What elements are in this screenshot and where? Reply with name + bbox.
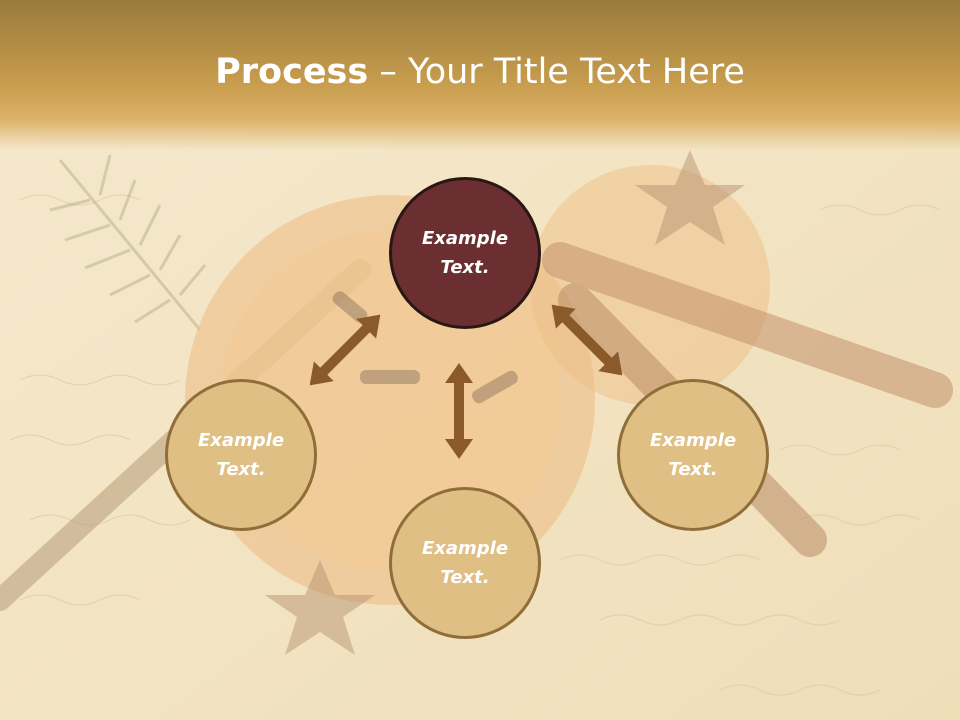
node-top-label: Example Text. — [421, 228, 509, 278]
title-rest: Your Title Text Here — [407, 52, 745, 92]
node-right: Example Text. — [617, 379, 769, 531]
header-bar — [0, 0, 960, 150]
node-left: Example Text. — [165, 379, 317, 531]
node-left-label: Example Text. — [197, 430, 285, 480]
arrow-center-vertical — [445, 363, 473, 459]
arrow-top-left — [309, 314, 381, 386]
slide-title: Process – Your Title Text Here — [0, 52, 960, 92]
node-bottom-label: Example Text. — [421, 538, 509, 588]
title-bold: Process — [215, 52, 369, 92]
node-bottom: Example Text. — [389, 487, 541, 639]
node-top: Example Text. — [389, 177, 541, 329]
arrow-top-right — [551, 304, 623, 376]
node-right-label: Example Text. — [649, 430, 737, 480]
arrows — [309, 304, 623, 459]
title-dash: – — [368, 52, 408, 92]
